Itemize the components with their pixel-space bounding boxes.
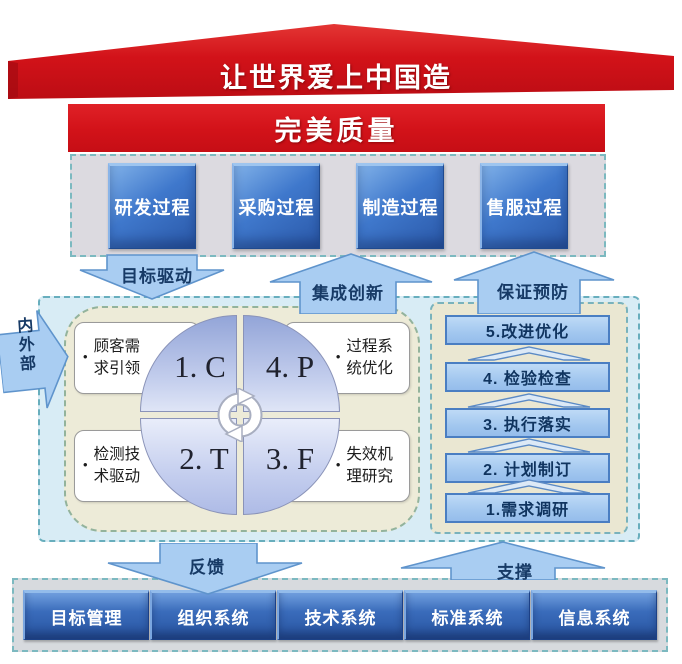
system-box-standard: 标准系统 — [404, 590, 530, 640]
system-box-information: 信息系统 — [531, 590, 657, 640]
up-chevron-icon — [467, 438, 591, 453]
quadrant-f-label: 3. F — [265, 441, 315, 476]
bullet-icon: • — [335, 456, 341, 472]
steps-stack: 5.改进优化 4. 检验检查 3. 执行落实 2. 计划制订 1.需求调研 — [430, 302, 628, 534]
bullet-icon: • — [83, 348, 88, 364]
system-box-goal: 目标管理 — [23, 590, 149, 640]
ctpf-circle: 1. C 4. P 2. T 3. F — [140, 315, 340, 515]
roof-shape — [8, 24, 674, 99]
up-chevron-icon — [467, 393, 591, 408]
inner-outer-arrow — [0, 310, 69, 409]
step-2: 2. 计划制订 — [445, 453, 610, 483]
cycle-arrows-icon — [217, 388, 263, 442]
process-box-manufacture: 制造过程 — [356, 162, 444, 249]
goal-driven-down-arrow — [79, 254, 225, 300]
process-box-rd: 研发过程 — [108, 162, 196, 249]
system-bar: 目标管理 组织系统 技术系统 标准系统 信息系统 — [12, 578, 668, 652]
feedback-down-arrow — [107, 543, 303, 595]
assurance-up-arrow — [453, 251, 615, 314]
bullet-icon: • — [335, 348, 341, 364]
up-chevron-icon — [467, 479, 591, 494]
up-chevron-icon — [467, 346, 591, 361]
quadrant-p-label: 4. P — [265, 349, 315, 384]
process-box-purchase: 采购过程 — [232, 162, 320, 249]
step-4: 4. 检验检查 — [445, 362, 610, 392]
goal-driven-label: 目标驱动 — [121, 267, 193, 286]
step-1: 1.需求调研 — [445, 493, 610, 523]
process-bar: 研发过程 采购过程 制造过程 售服过程 — [70, 154, 606, 257]
bullet-icon: • — [83, 456, 88, 472]
process-box-service: 售服过程 — [480, 162, 568, 249]
step-3: 3. 执行落实 — [445, 408, 610, 438]
integration-up-arrow — [269, 253, 433, 314]
roof-slogan: 让世界爱上中国造 — [220, 63, 452, 93]
quadrant-t — [140, 418, 237, 515]
integration-label: 集成创新 — [312, 284, 384, 303]
quality-banner: 完美质量 — [68, 104, 605, 152]
assurance-label: 保证预防 — [497, 283, 569, 302]
support-label: 支撑 — [497, 563, 533, 582]
quadrant-t-label: 2. T — [179, 441, 229, 476]
system-box-technology: 技术系统 — [277, 590, 403, 640]
quadrant-c-label: 1. C — [174, 349, 226, 384]
step-5: 5.改进优化 — [445, 315, 610, 345]
system-box-organization: 组织系统 — [150, 590, 276, 640]
feedback-label: 反馈 — [189, 558, 225, 577]
support-up-arrow — [400, 541, 606, 580]
